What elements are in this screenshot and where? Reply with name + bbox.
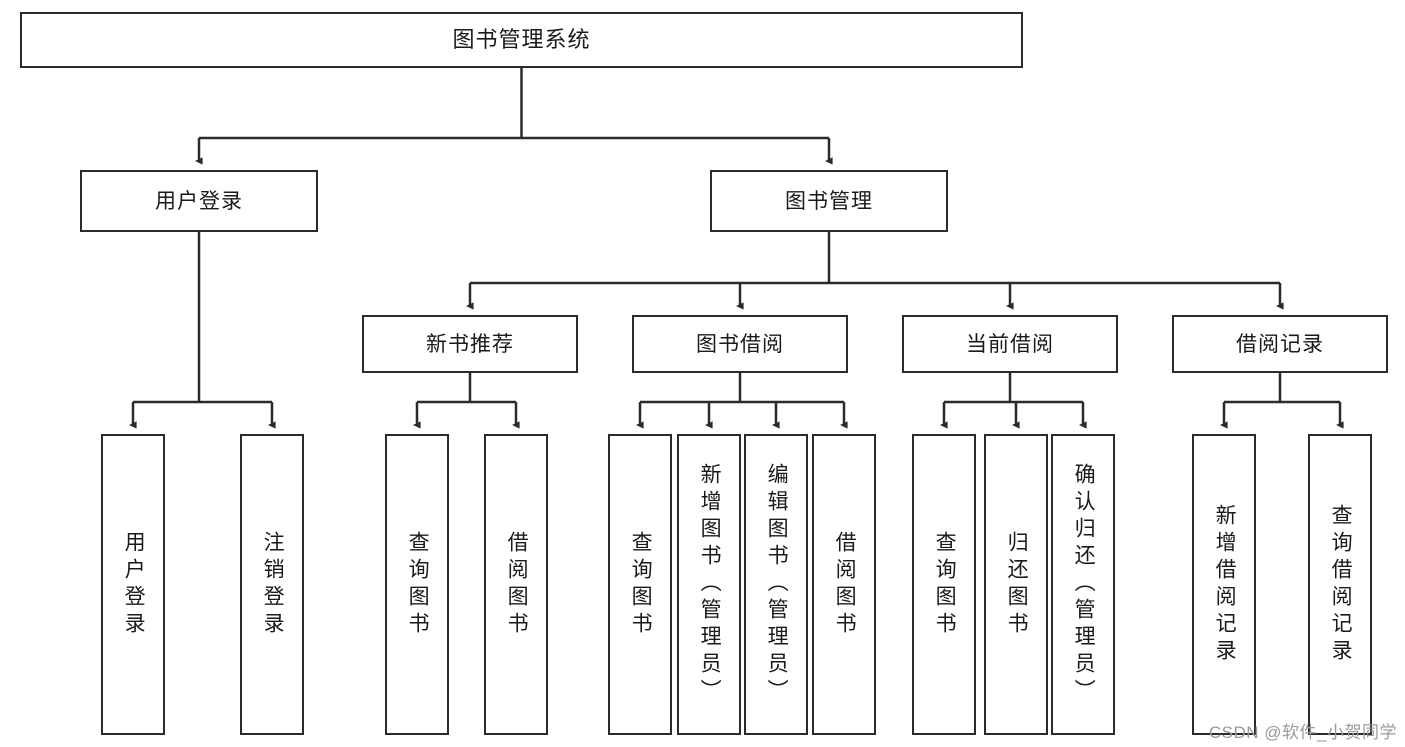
node-new-book-rec[interactable]: 新书推荐: [362, 315, 578, 373]
node-leaf-confirm-return[interactable]: 确认归还（管理员）: [1051, 434, 1115, 735]
node-leaf-query-book-2[interactable]: 查询图书: [608, 434, 672, 735]
node-label: 借阅图书: [833, 530, 857, 639]
node-label: 新增借阅记录: [1213, 503, 1237, 666]
node-label: 新书推荐: [426, 332, 514, 356]
node-leaf-add-book[interactable]: 新增图书（管理员）: [677, 434, 741, 735]
node-book-manage[interactable]: 图书管理: [710, 170, 948, 232]
node-label: 注销登录: [261, 530, 285, 639]
node-leaf-query-record[interactable]: 查询借阅记录: [1308, 434, 1372, 735]
node-label: 图书借阅: [696, 332, 784, 356]
node-label: 归还图书: [1005, 530, 1029, 639]
node-label: 当前借阅: [966, 332, 1054, 356]
node-user-login[interactable]: 用户登录: [80, 170, 318, 232]
node-root[interactable]: 图书管理系统: [20, 12, 1023, 68]
node-label: 查询借阅记录: [1329, 503, 1353, 666]
node-leaf-add-record[interactable]: 新增借阅记录: [1192, 434, 1256, 735]
node-leaf-query-book-1[interactable]: 查询图书: [385, 434, 449, 735]
node-label: 查询图书: [933, 530, 957, 639]
node-leaf-edit-book[interactable]: 编辑图书（管理员）: [744, 434, 808, 735]
watermark-text: CSDN @软件_小贺同学: [1208, 723, 1397, 742]
node-label: 确认归还（管理员）: [1072, 463, 1096, 706]
node-leaf-user-login[interactable]: 用户登录: [101, 434, 165, 735]
node-leaf-borrow-book-1[interactable]: 借阅图书: [484, 434, 548, 735]
node-label: 新增图书（管理员）: [698, 463, 722, 706]
node-label: 编辑图书（管理员）: [765, 463, 789, 706]
node-label: 图书管理: [785, 189, 873, 213]
node-borrow-record[interactable]: 借阅记录: [1172, 315, 1388, 373]
node-current-borrow[interactable]: 当前借阅: [902, 315, 1118, 373]
node-leaf-logout[interactable]: 注销登录: [240, 434, 304, 735]
node-label: 图书管理系统: [452, 27, 591, 52]
node-leaf-return-book[interactable]: 归还图书: [984, 434, 1048, 735]
node-label: 查询图书: [406, 530, 430, 639]
node-label: 用户登录: [122, 530, 146, 639]
node-leaf-query-book-3[interactable]: 查询图书: [912, 434, 976, 735]
node-label: 借阅记录: [1236, 332, 1324, 356]
node-leaf-borrow-book-2[interactable]: 借阅图书: [812, 434, 876, 735]
node-label: 查询图书: [629, 530, 653, 639]
node-book-borrow[interactable]: 图书借阅: [632, 315, 848, 373]
node-label: 借阅图书: [505, 530, 529, 639]
node-label: 用户登录: [155, 189, 243, 213]
